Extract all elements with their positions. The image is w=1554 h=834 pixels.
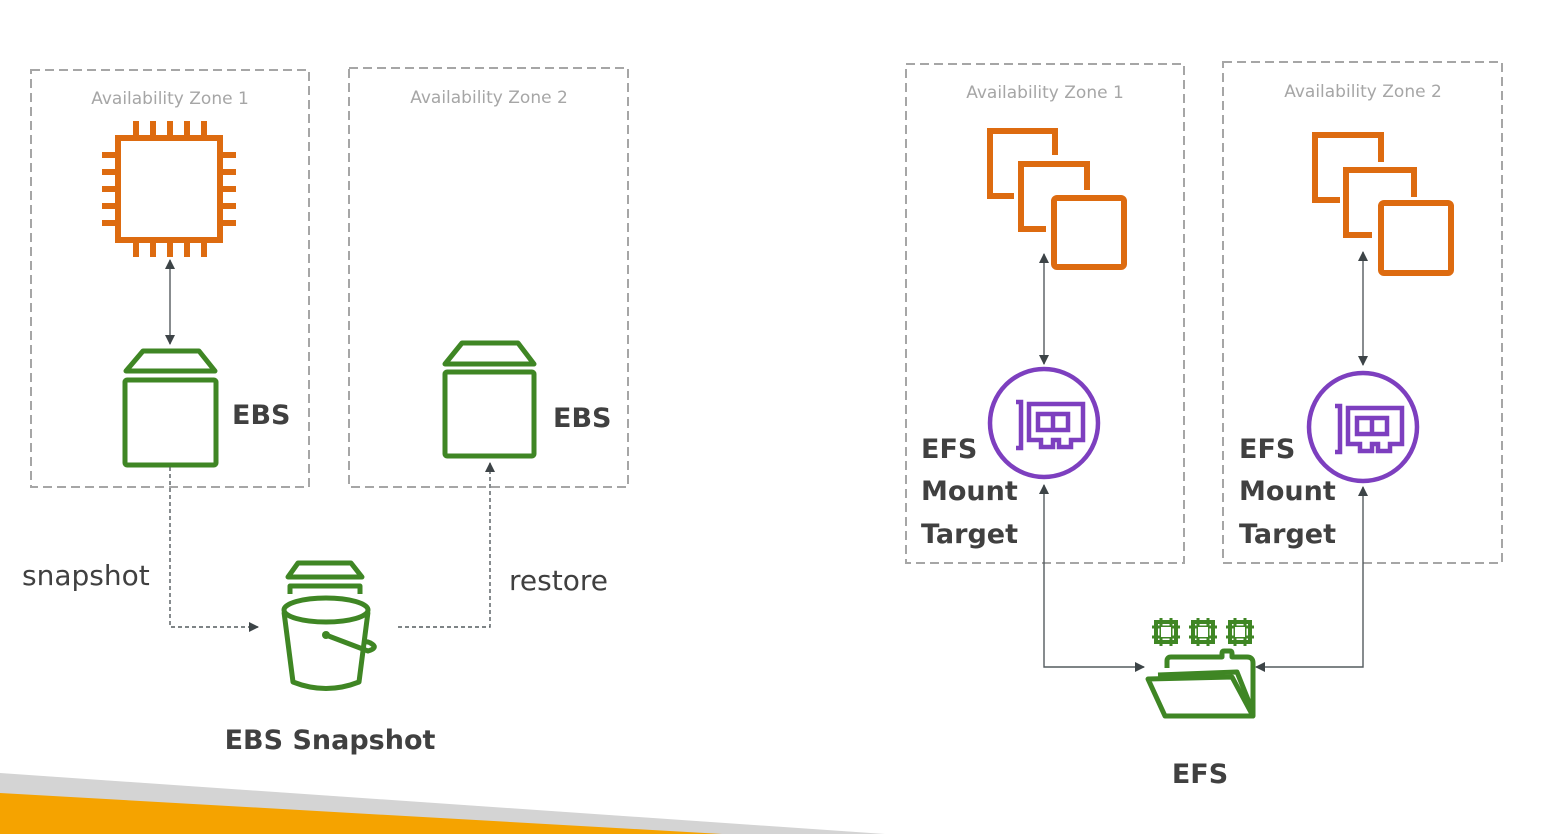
efs-availability-zone-2-box	[1222, 61, 1503, 564]
mount-target-1-label: EFS Mount Target	[921, 434, 1027, 550]
network-interface-icon[interactable]	[987, 366, 1101, 480]
ec2-instance-icon[interactable]	[102, 121, 236, 257]
network-interface-icon[interactable]	[1306, 370, 1420, 484]
ebs-volume-1-label: EBS	[232, 400, 290, 431]
snapshot-connector	[169, 467, 259, 632]
ebs-snapshot-label: EBS Snapshot	[225, 725, 436, 756]
accent-band-orange	[0, 793, 722, 834]
efs-filesystem-icon[interactable]	[1145, 618, 1256, 719]
availability-zone-1-label: Availability Zone 1	[91, 89, 249, 109]
ec2-instances-icon[interactable]	[987, 128, 1127, 270]
efs-diagram: Availability Zone 1 Availability Zone 2 …	[905, 61, 1503, 790]
mount-target-2-efs-connector	[1255, 486, 1368, 672]
efs-availability-zone-2-label: Availability Zone 2	[1284, 82, 1442, 102]
availability-zone-2-label: Availability Zone 2	[410, 88, 568, 108]
efs-label: EFS	[1172, 759, 1228, 790]
mount-target-1-efs-connector	[1039, 484, 1145, 672]
restore-connector	[398, 462, 495, 628]
s3-bucket-snapshot-icon[interactable]	[281, 560, 377, 691]
restore-edge-label: restore	[509, 564, 608, 597]
efs-availability-zone-1-label: Availability Zone 1	[966, 83, 1124, 103]
snapshot-edge-label: snapshot	[22, 559, 150, 592]
availability-zone-1-box	[30, 69, 310, 488]
ebs-volume-icon[interactable]	[122, 348, 219, 468]
ebs-diagram: Availability Zone 1 Availability Zone 2	[22, 67, 629, 756]
ebs-volume-2-label: EBS	[553, 403, 611, 434]
ebs-volume-icon[interactable]	[442, 340, 537, 459]
ec2-instances-icon[interactable]	[1312, 132, 1454, 276]
mount-target-2-label: EFS Mount Target	[1239, 434, 1345, 550]
